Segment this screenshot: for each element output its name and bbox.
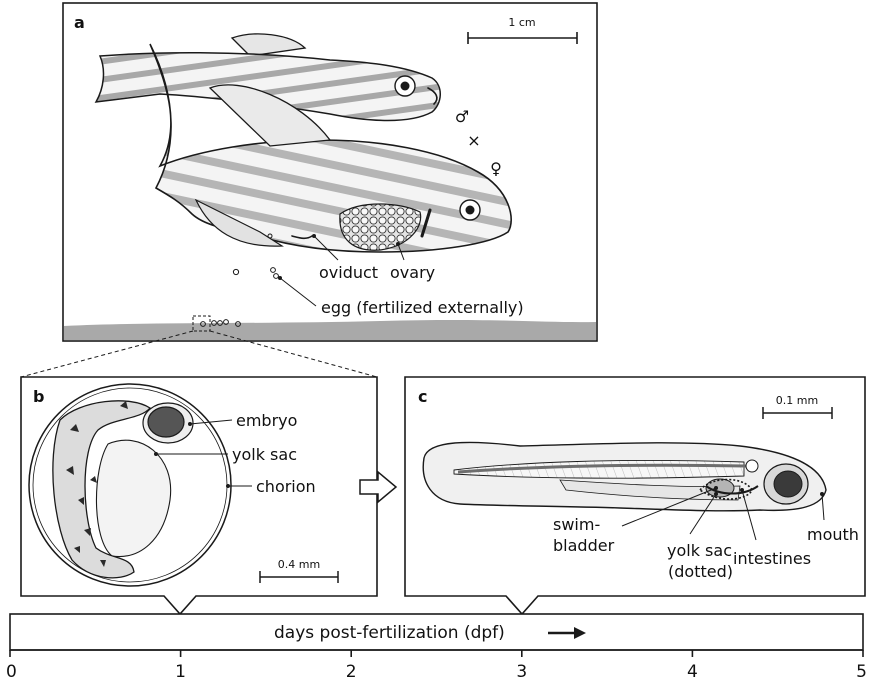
panel-c-scale-label: 0.1 mm [776,394,818,407]
female-symbol: ♀ [490,159,502,178]
timeline-ticks: 0 1 2 3 4 5 [6,650,867,682]
egg-label: egg (fertilized externally) [321,298,524,317]
swim-bladder-label-2: bladder [553,536,615,555]
timeline-tick-label: 1 [175,662,186,682]
embryo-eye [148,407,184,437]
timeline-tick-label: 3 [516,662,527,682]
panel-b-letter: b [33,387,44,406]
ovary-label: ovary [390,263,435,282]
panel-a-scale-label: 1 cm [508,16,535,29]
intestines-label: intestines [733,549,811,568]
timeline: days post-fertilization (dpf) 0 1 2 3 4 5 [6,614,867,682]
panel-a-letter: a [74,13,85,32]
timeline-tick-label: 4 [687,662,698,682]
panel-c: c 0.1 mm swim- bladder yolk sac (dotted)… [405,377,865,614]
panel-a: a 1 cm ♂ [63,3,597,341]
timeline-tick-label: 2 [346,662,357,682]
cross-symbol: × [467,131,480,150]
panel-b-scale-label: 0.4 mm [278,558,320,571]
larva-illustration [423,442,826,510]
yolk-sac-dotted-label-2: (dotted) [668,562,733,581]
panel-c-letter: c [418,387,427,406]
yolk-sac-label: yolk sac [232,445,297,464]
yolk-sac-dotted-label-1: yolk sac [667,541,732,560]
panel-b: b embryo yolk sac chorion 0.4 mm [21,377,377,614]
timeline-tick-label: 5 [856,662,867,682]
oviduct-label: oviduct [319,263,378,282]
timeline-label: days post-fertilization (dpf) [274,623,505,643]
mouth-label: mouth [807,525,859,544]
male-symbol: ♂ [455,107,469,126]
embryo-label: embryo [236,411,297,430]
timeline-tick-label: 0 [6,662,17,682]
chorion-label: chorion [256,477,316,496]
swim-bladder-label-1: swim- [553,515,600,534]
larva-eye [774,471,802,497]
